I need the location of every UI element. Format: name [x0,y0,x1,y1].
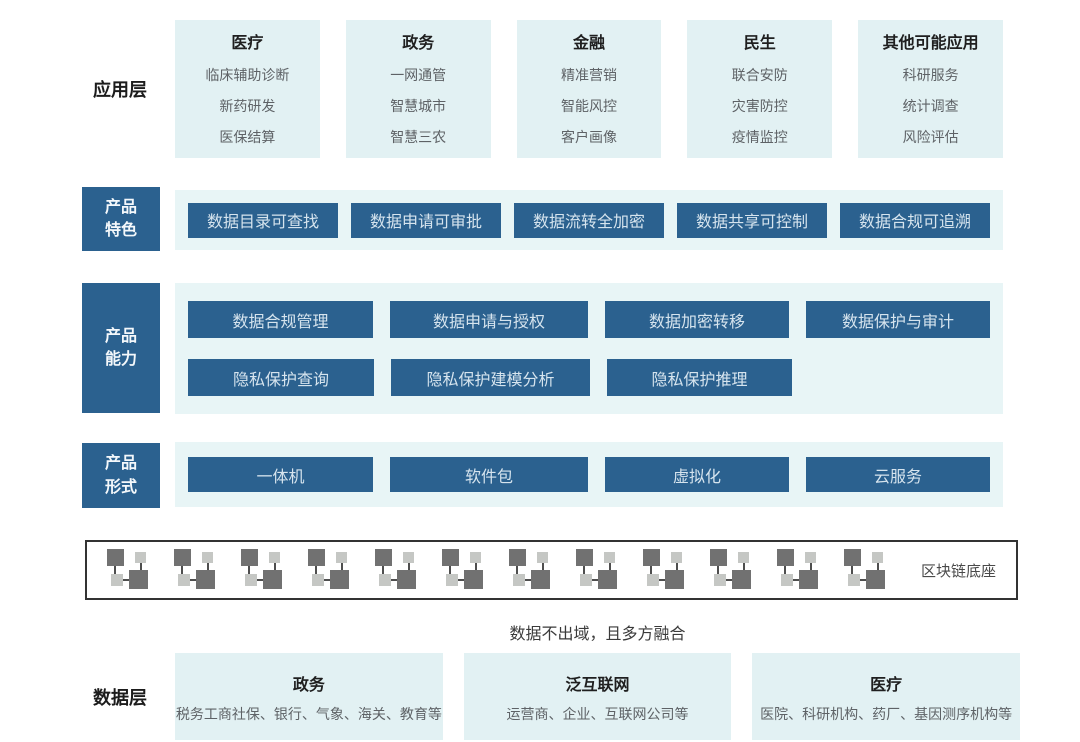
data-box-medical: 医疗 医院、科研机构、药厂、基因测序机构等 [752,653,1020,740]
network-blocks-icon [372,548,420,593]
product-capabilities-strip: 数据合规管理 数据申请与授权 数据加密转移 数据保护与审计 隐私保护查询 隐私保… [175,283,1003,414]
network-blocks-icon [305,548,353,593]
product-forms-strip: 一体机 软件包 虚拟化 云服务 [175,442,1003,507]
app-box-item: 灾害防控 [731,98,788,114]
network-blocks-icon [573,548,621,593]
data-box-internet: 泛互联网 运营商、企业、互联网公司等 [463,653,732,740]
network-blocks-icon [707,548,755,593]
capability-item: 数据保护与审计 [805,301,990,338]
feature-item: 数据目录可查找 [188,202,338,238]
product-features-label: 产品 特色 [82,187,160,251]
app-box-item: 疫情监控 [731,129,788,145]
network-blocks-icon [841,548,889,593]
data-box-title: 泛互联网 [565,677,630,694]
feature-item: 数据流转全加密 [514,202,664,238]
app-box-item: 统计调查 [902,98,959,114]
feature-item: 数据申请可审批 [351,202,501,238]
data-box-subtitle: 医院、科研机构、药厂、基因测序机构等 [760,706,1013,722]
network-blocks-icon [104,548,152,593]
product-features-strip: 数据目录可查找 数据申请可审批 数据流转全加密 数据共享可控制 数据合规可追溯 [175,190,1003,250]
product-forms-label: 产品 形式 [82,443,160,508]
app-box-livelihood: 民生 联合安防 灾害防控 疫情监控 [687,20,833,158]
network-blocks-icon [506,548,554,593]
data-box-subtitle: 运营商、企业、互联网公司等 [506,706,689,722]
app-box-item: 智慧三农 [390,129,447,145]
app-box-government: 政务 一网通管 智慧城市 智慧三农 [345,20,491,158]
app-box-title: 政务 [402,35,435,52]
form-item: 虚拟化 [604,457,789,492]
capability-item: 隐私保护建模分析 [391,359,590,396]
blockchain-base-label: 区块链底座 [920,562,996,580]
app-box-item: 联合安防 [731,67,788,83]
capabilities-row-2: 隐私保护查询 隐私保护建模分析 隐私保护推理 [188,359,990,396]
capability-item: 数据申请与授权 [390,301,588,338]
data-layer-boxes: 政务 税务工商社保、银行、气象、海关、教育等 泛互联网 运营商、企业、互联网公司… [175,653,1020,740]
app-box-medical: 医疗 临床辅助诊断 新药研发 医保结算 [175,20,320,158]
app-box-item: 智能风控 [560,98,617,114]
product-capabilities-label: 产品 能力 [82,283,160,413]
app-box-title: 其他可能应用 [882,35,979,52]
app-box-title: 金融 [572,35,605,52]
network-blocks-icon [640,548,688,593]
capability-item: 隐私保护推理 [607,359,792,396]
blockchain-base-bar: 区块链底座 [85,540,1018,600]
app-box-item: 精准营销 [560,67,617,83]
app-box-item: 新药研发 [219,98,276,114]
feature-item: 数据共享可控制 [677,202,827,238]
app-box-finance: 金融 精准营销 智能风控 客户画像 [516,20,662,158]
capability-item: 隐私保护查询 [188,359,374,396]
app-box-item: 临床辅助诊断 [205,67,290,83]
data-box-title: 医疗 [870,677,903,694]
form-item: 软件包 [390,457,588,492]
feature-item: 数据合规可追溯 [840,202,990,238]
data-box-subtitle: 税务工商社保、银行、气象、海关、教育等 [175,706,442,722]
data-box-government: 政务 税务工商社保、银行、气象、海关、教育等 [175,653,443,740]
app-box-item: 智慧城市 [390,98,447,114]
app-box-item: 风险评估 [902,129,959,145]
blockchain-icons [104,548,921,593]
app-layer-boxes: 医疗 临床辅助诊断 新药研发 医保结算 政务 一网通管 智慧城市 智慧三农 金融… [175,20,1003,158]
network-blocks-icon [774,548,822,593]
data-box-title: 政务 [292,677,325,694]
network-blocks-icon [171,548,219,593]
app-box-item: 客户画像 [560,129,617,145]
capabilities-row-1: 数据合规管理 数据申请与授权 数据加密转移 数据保护与审计 [188,301,990,338]
app-box-item: 科研服务 [902,67,959,83]
form-item: 一体机 [188,457,374,492]
capability-item: 数据合规管理 [188,301,374,338]
app-box-item: 一网通管 [390,67,447,83]
app-box-other: 其他可能应用 科研服务 统计调查 风险评估 [858,20,1003,158]
data-layer-label: 数据层 [93,687,147,708]
form-item: 云服务 [805,457,990,492]
app-box-item: 医保结算 [219,129,276,145]
app-layer-label: 应用层 [93,80,147,100]
app-box-title: 民生 [743,35,776,52]
capability-item: 数据加密转移 [604,301,789,338]
network-blocks-icon [238,548,286,593]
caption-text: 数据不出域，且多方融合 [509,626,686,643]
network-blocks-icon [439,548,487,593]
app-box-title: 医疗 [231,35,264,52]
